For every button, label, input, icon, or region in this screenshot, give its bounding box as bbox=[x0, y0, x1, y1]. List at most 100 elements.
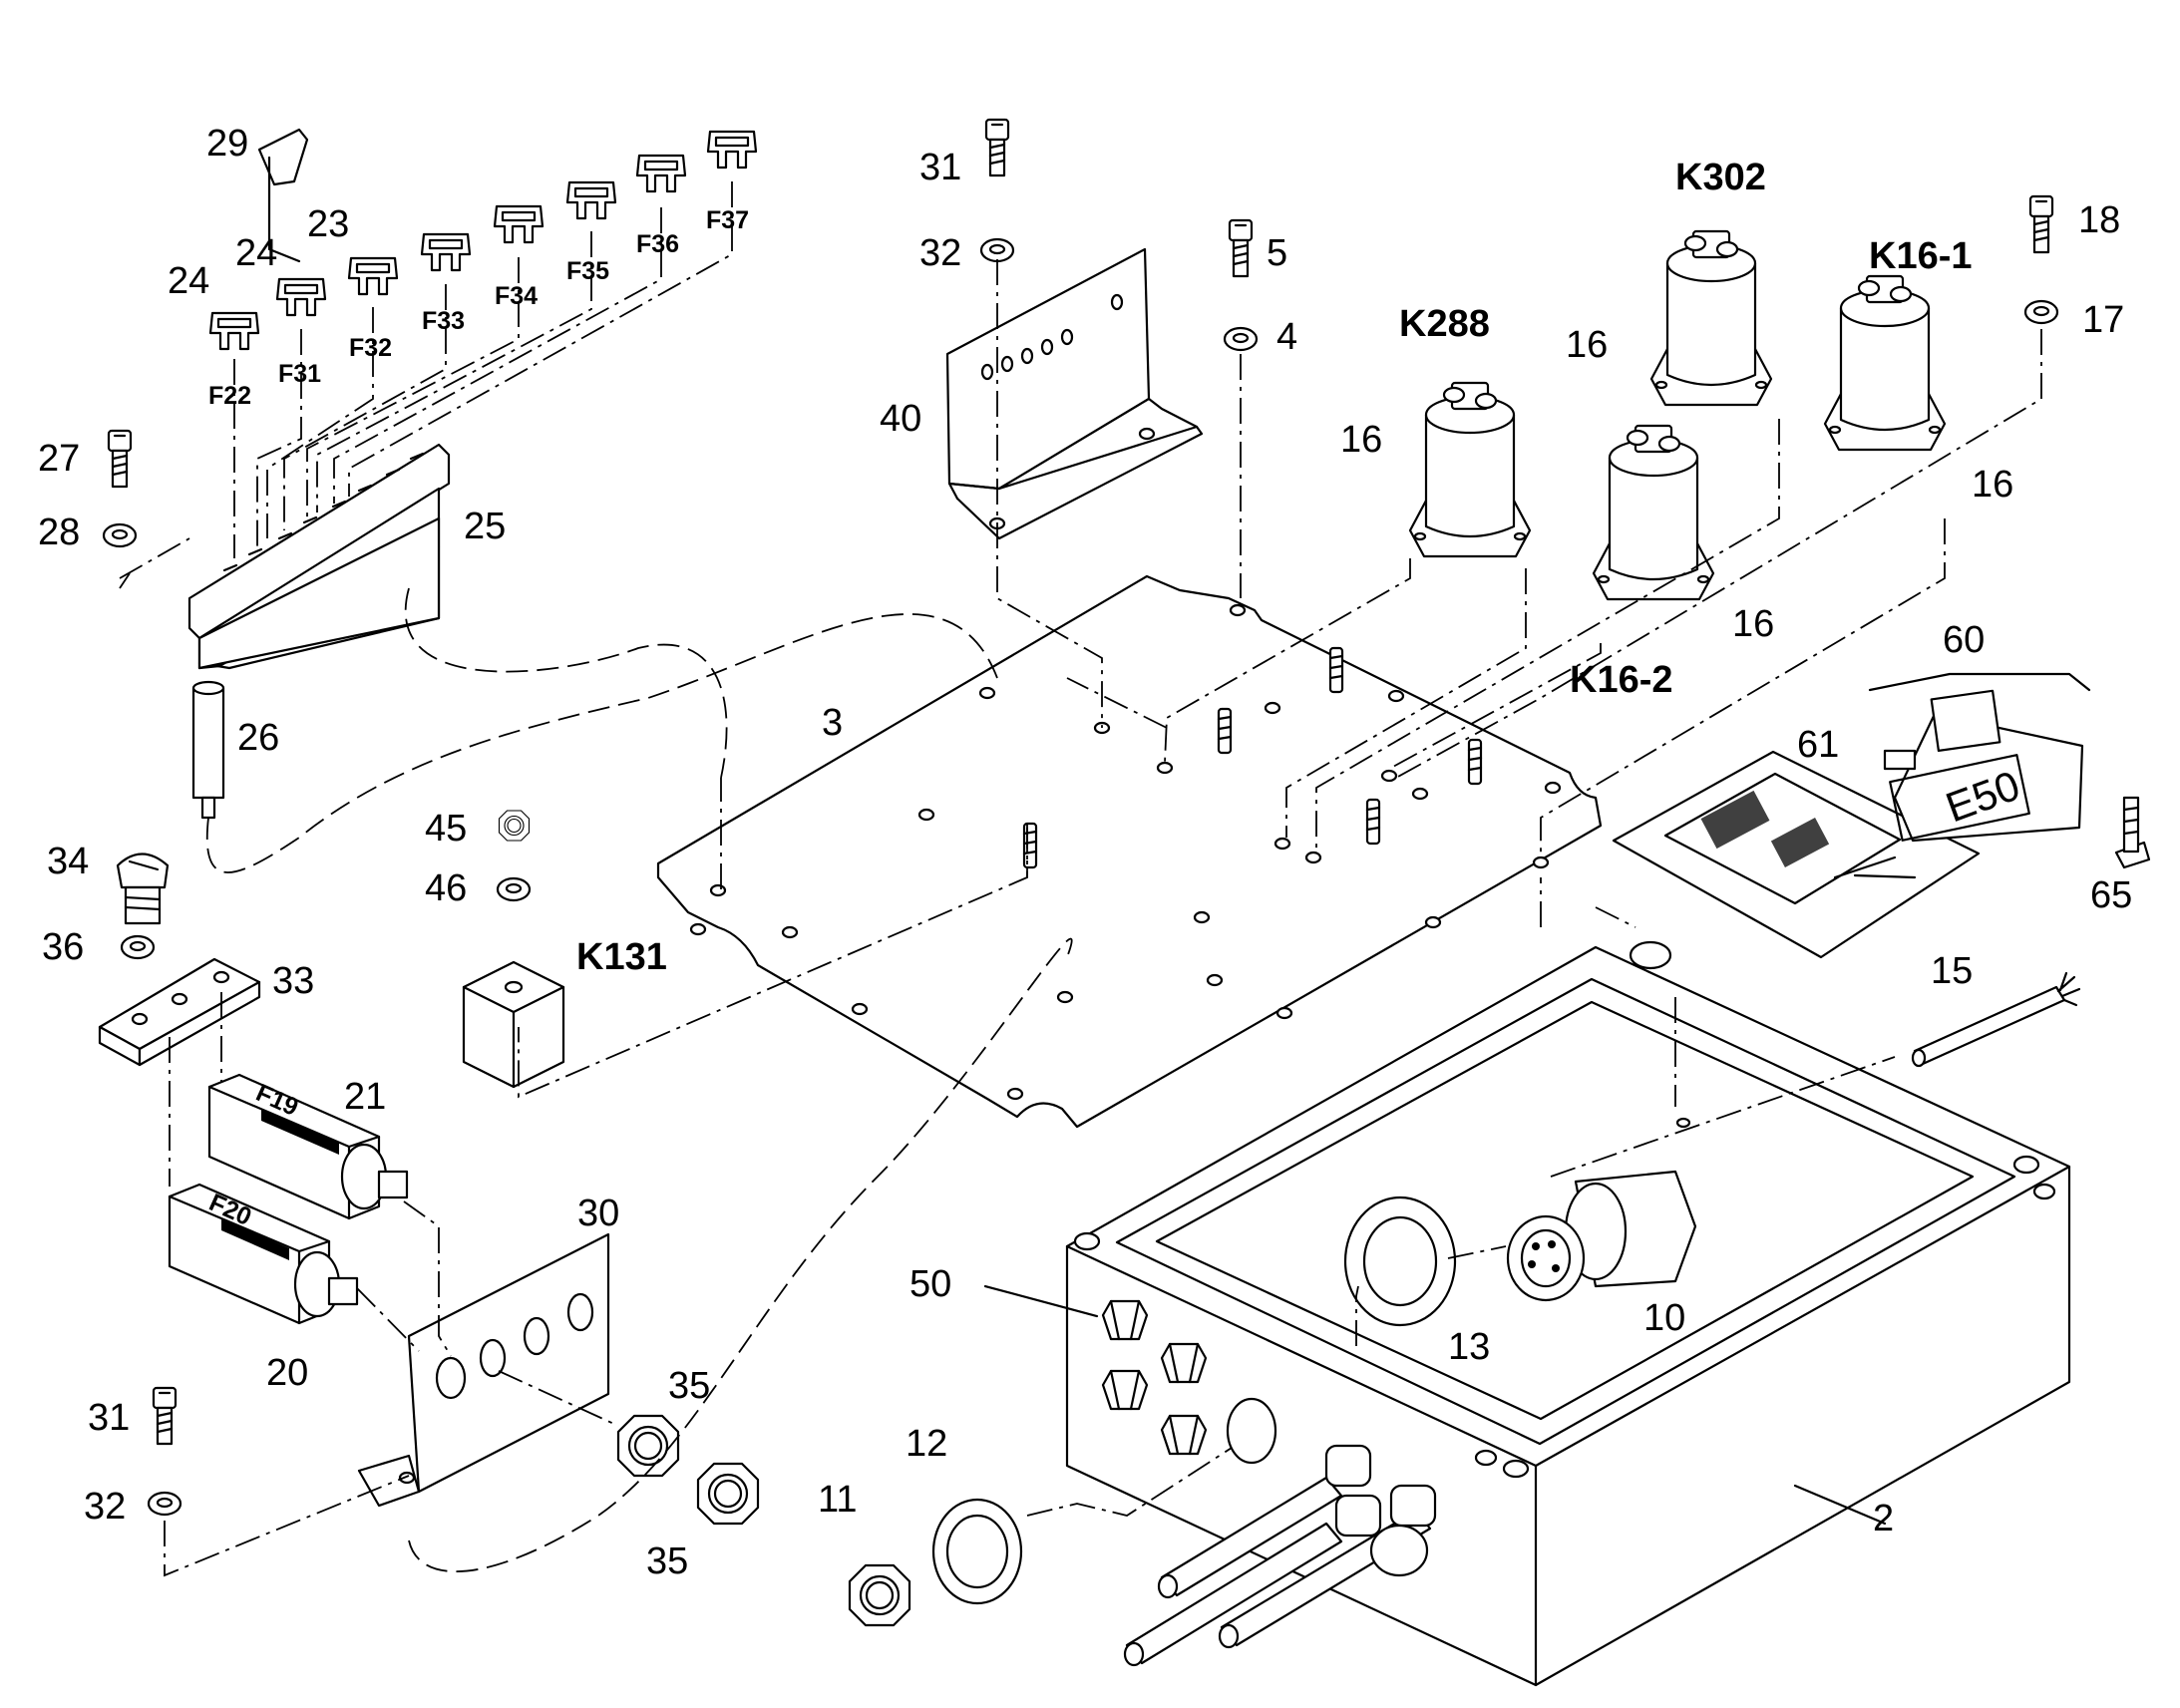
label-k302: K302 bbox=[1675, 157, 1766, 198]
cable-15 bbox=[1911, 971, 2081, 1068]
fuse-f36-icon bbox=[635, 154, 687, 193]
fuse-f22-icon bbox=[208, 311, 260, 351]
bracket-40 bbox=[945, 247, 1204, 540]
fuse-holder bbox=[187, 443, 451, 670]
label-30: 30 bbox=[577, 1193, 619, 1234]
label-16: 16 bbox=[1566, 324, 1608, 366]
control-box bbox=[1065, 940, 2071, 1687]
screw-27-icon bbox=[107, 429, 133, 489]
fuse-f20: F20 bbox=[168, 1183, 359, 1325]
seal-12 bbox=[931, 1498, 1023, 1605]
label-45: 45 bbox=[425, 808, 467, 850]
spacer bbox=[191, 680, 225, 820]
label-65: 65 bbox=[2090, 874, 2132, 916]
washer-32-icon bbox=[979, 237, 1015, 263]
nut-35-icon bbox=[616, 1414, 680, 1478]
label-13: 13 bbox=[1448, 1326, 1490, 1368]
label-33: 33 bbox=[272, 960, 314, 1002]
label-f36: F36 bbox=[636, 230, 679, 258]
label-f32: F32 bbox=[349, 334, 392, 362]
screw-31-icon bbox=[984, 118, 1010, 177]
label-k288: K288 bbox=[1399, 303, 1490, 345]
label-23: 23 bbox=[307, 203, 349, 245]
label-11: 11 bbox=[818, 1479, 857, 1521]
label-32: 32 bbox=[84, 1486, 126, 1528]
seal-ring bbox=[1343, 1196, 1457, 1327]
fuse-puller-icon bbox=[257, 128, 309, 186]
label-31: 31 bbox=[919, 147, 961, 188]
label-f37: F37 bbox=[706, 206, 749, 234]
label-f33: F33 bbox=[422, 307, 465, 335]
screw-18-icon bbox=[2028, 194, 2054, 254]
label-50: 50 bbox=[909, 1263, 951, 1305]
label-34: 34 bbox=[47, 841, 89, 882]
fuse-f33-icon bbox=[420, 232, 472, 272]
label-21: 21 bbox=[344, 1076, 386, 1118]
label-f31: F31 bbox=[278, 360, 321, 388]
screw-65 bbox=[2114, 796, 2151, 869]
relay-k131 bbox=[462, 960, 565, 1089]
screw-31-icon bbox=[152, 1386, 178, 1446]
label-60: 60 bbox=[1943, 619, 1985, 661]
screw-34 bbox=[116, 853, 170, 925]
relay-k302 bbox=[1649, 229, 1773, 407]
nut-45-icon bbox=[498, 810, 531, 842]
label-12: 12 bbox=[906, 1423, 947, 1465]
label-10: 10 bbox=[1643, 1297, 1685, 1339]
fuse-f34-icon bbox=[493, 204, 545, 244]
label-18: 18 bbox=[2078, 199, 2120, 241]
label-16: 16 bbox=[1732, 603, 1774, 645]
washer-32-icon bbox=[147, 1491, 182, 1517]
terminal-bar-33 bbox=[98, 957, 261, 1067]
label-24: 24 bbox=[235, 232, 277, 274]
label-k16-1: K16-1 bbox=[1869, 235, 1973, 277]
label-31: 31 bbox=[88, 1397, 130, 1439]
label-15: 15 bbox=[1931, 950, 1973, 992]
assembly-lines bbox=[119, 181, 2042, 1577]
label-35: 35 bbox=[646, 1540, 688, 1582]
relay-k288 bbox=[1408, 381, 1532, 558]
label-k16-2: K16-2 bbox=[1570, 659, 1673, 701]
nut-11-icon bbox=[848, 1563, 911, 1627]
washer-28-icon bbox=[102, 522, 138, 548]
screw-5-icon bbox=[1228, 218, 1254, 278]
wire-paths bbox=[205, 587, 1073, 1573]
label-16: 16 bbox=[1340, 419, 1382, 461]
fuse-f35-icon bbox=[565, 180, 617, 220]
relay-k16-2 bbox=[1592, 424, 1715, 601]
label-f35: F35 bbox=[566, 257, 609, 285]
nut-35-icon bbox=[696, 1462, 760, 1526]
washer-17-icon bbox=[2023, 299, 2059, 325]
label-61: 61 bbox=[1797, 724, 1839, 766]
label-27: 27 bbox=[38, 438, 80, 480]
label-2: 2 bbox=[1873, 1498, 1894, 1539]
fuses bbox=[208, 128, 758, 351]
label-46: 46 bbox=[425, 867, 467, 909]
label-29: 29 bbox=[206, 123, 248, 165]
label-3: 3 bbox=[822, 702, 843, 744]
washer-46-icon bbox=[496, 876, 532, 902]
label-24: 24 bbox=[168, 260, 209, 302]
label-16: 16 bbox=[1972, 464, 2013, 506]
part-labels: 29 24 23 24 F22 F31 F32 F33 F34 F35 F36 … bbox=[38, 123, 2132, 1582]
circuit-board bbox=[1612, 750, 1981, 959]
relay-k16-1 bbox=[1823, 274, 1947, 452]
bracket-30 bbox=[357, 1232, 610, 1508]
mounting-plate bbox=[656, 574, 1603, 1129]
label-f22: F22 bbox=[208, 382, 251, 410]
fuse-f19: F19 bbox=[207, 1073, 409, 1220]
receptacle-connector bbox=[1506, 1170, 1697, 1302]
label-plate: E50 bbox=[1868, 672, 2091, 843]
blanking-plug-icon bbox=[1101, 1369, 1149, 1411]
washer-4-icon bbox=[1223, 326, 1259, 352]
label-26: 26 bbox=[237, 717, 279, 759]
blanking-plug-icon bbox=[1160, 1342, 1208, 1384]
label-25: 25 bbox=[464, 506, 506, 547]
label-4: 4 bbox=[1276, 316, 1297, 358]
label-28: 28 bbox=[38, 512, 80, 553]
washer-36-icon bbox=[120, 934, 156, 960]
blanking-plug-icon bbox=[1101, 1299, 1149, 1341]
label-36: 36 bbox=[42, 926, 84, 968]
fuse-f37-icon bbox=[706, 130, 758, 170]
